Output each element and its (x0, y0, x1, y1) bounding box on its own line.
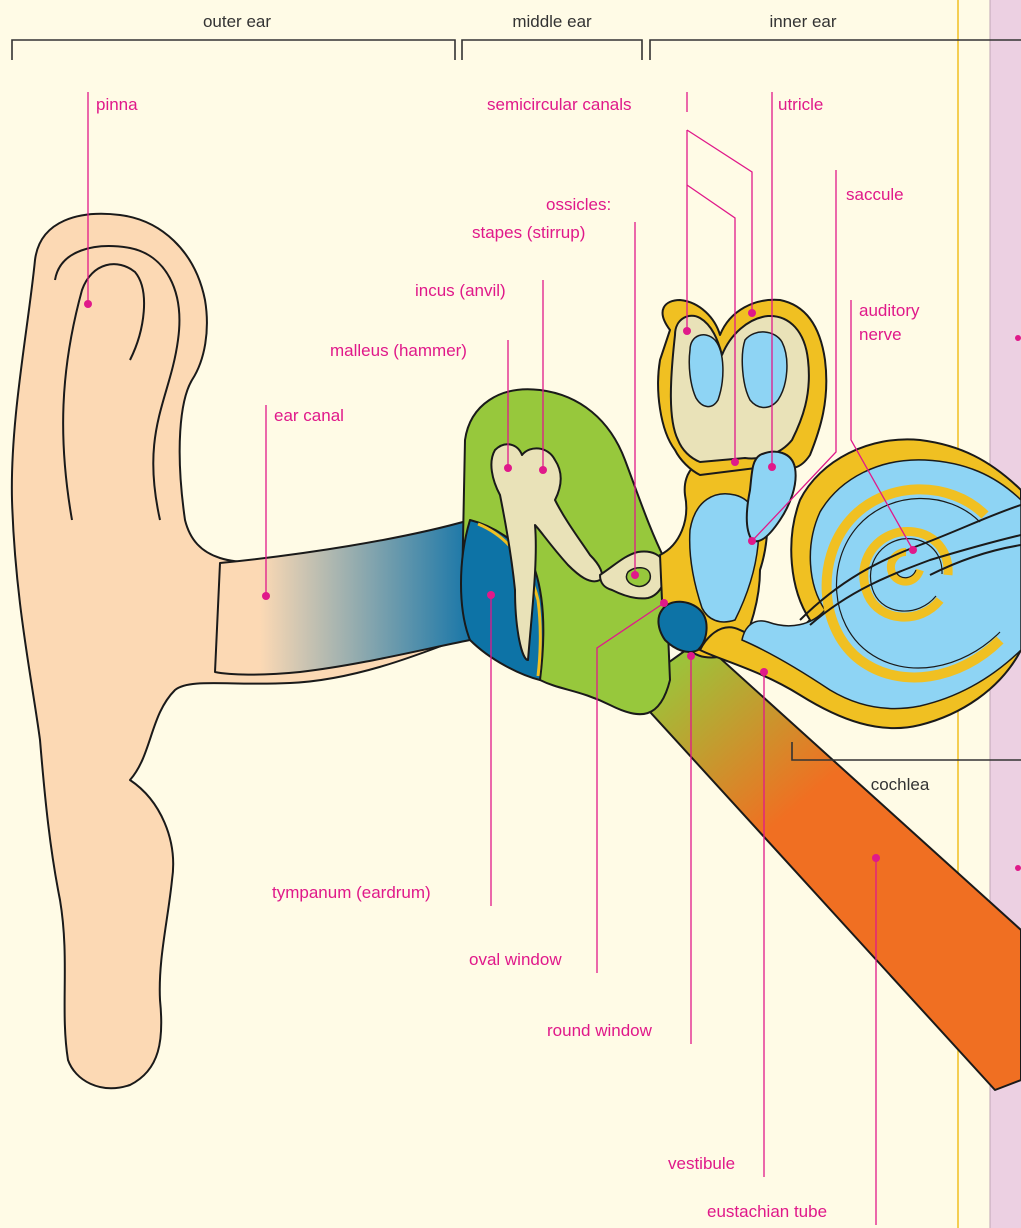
label-eustachian-tube: eustachian tube (707, 1202, 827, 1221)
eustachian-tube-dot (872, 854, 880, 862)
tympanum-dot (487, 591, 495, 599)
oval-window-dot (660, 599, 668, 607)
round-window-dot (687, 652, 695, 660)
section-label-middle-ear: middle ear (512, 12, 592, 31)
pinna-dot (84, 300, 92, 308)
label-auditory-nerve-2: nerve (859, 325, 902, 344)
section-label-outer-ear: outer ear (203, 12, 271, 31)
label-ear-canal: ear canal (274, 406, 344, 425)
label-vestibule: vestibule (668, 1154, 735, 1173)
bracket-middle-ear (462, 40, 642, 60)
label-auditory-nerve-1: auditory (859, 301, 920, 320)
sidebar-mark-top (1015, 335, 1021, 341)
incus-dot (539, 466, 547, 474)
cochlea-label: cochlea (871, 775, 930, 794)
label-malleus: malleus (hammer) (330, 341, 467, 360)
ear-canal-dot (262, 592, 270, 600)
saccule-dot (748, 537, 756, 545)
label-utricle: utricle (778, 95, 823, 114)
label-round-window: round window (547, 1021, 653, 1040)
section-label-inner-ear: inner ear (769, 12, 836, 31)
semicircular-dot-1 (683, 327, 691, 335)
bracket-outer-ear (12, 40, 455, 60)
label-tympanum: tympanum (eardrum) (272, 883, 431, 902)
stapes-dot (631, 571, 639, 579)
semicircular-canals-group (658, 300, 826, 475)
ear-canal-shape (215, 520, 470, 675)
semicircular-dot-3 (731, 458, 739, 466)
vestibule-dot (760, 668, 768, 676)
label-pinna: pinna (96, 95, 138, 114)
label-incus: incus (anvil) (415, 281, 506, 300)
auditory-nerve-dot (909, 546, 917, 554)
label-oval-window: oval window (469, 950, 562, 969)
malleus-dot (504, 464, 512, 472)
label-ossicles: ossicles: (546, 195, 611, 214)
utricle-dot (768, 463, 776, 471)
section-brackets: outer ear middle ear inner ear (12, 12, 1021, 60)
semicircular-dot-2 (748, 309, 756, 317)
label-saccule: saccule (846, 185, 904, 204)
sidebar-mark-bottom (1015, 865, 1021, 871)
label-semicircular-canals: semicircular canals (487, 95, 632, 114)
label-stapes: stapes (stirrup) (472, 223, 585, 242)
